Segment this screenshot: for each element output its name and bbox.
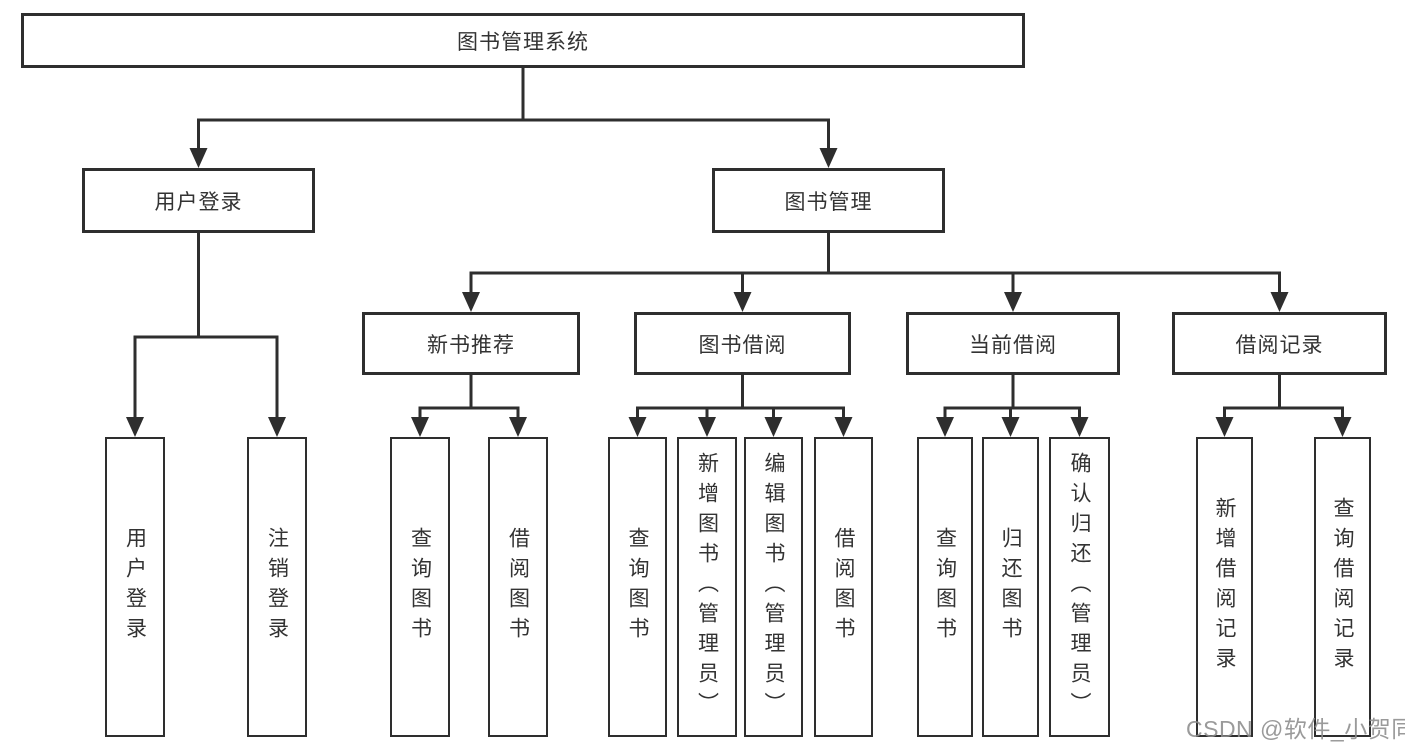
- node-borrowing-records: 借阅记录: [1172, 312, 1387, 375]
- leaf-query-books: 查询图书: [608, 437, 667, 737]
- node-current-borrowing: 当前借阅: [906, 312, 1120, 375]
- leaf-label: 归还图书: [999, 527, 1022, 647]
- node-label: 用户登录: [154, 190, 243, 214]
- node-book-management: 图书管理: [712, 168, 945, 233]
- leaf-query-borrow-record: 查询借阅记录: [1314, 437, 1371, 737]
- leaf-label: 查询借阅记录: [1331, 497, 1354, 677]
- leaf-label: 用户登录: [123, 527, 147, 647]
- leaf-logout: 注销登录: [247, 437, 307, 737]
- node-new-book-recommend: 新书推荐: [362, 312, 580, 375]
- node-label: 借阅记录: [1235, 333, 1324, 357]
- leaf-edit-books-admin: 编辑图书（管理员）: [744, 437, 803, 737]
- leaf-label: 确认归还（管理员）: [1068, 452, 1091, 722]
- leaf-user-login: 用户登录: [105, 437, 165, 737]
- csdn-watermark: CSDN @软件_小贺同学: [1186, 716, 1405, 742]
- leaf-label: 编辑图书（管理员）: [762, 452, 785, 722]
- node-label: 当前借阅: [969, 333, 1057, 357]
- leaf-query-books: 查询图书: [917, 437, 973, 737]
- node-label: 图书管理: [784, 190, 873, 214]
- leaf-return-books: 归还图书: [982, 437, 1039, 737]
- leaf-label: 新增图书（管理员）: [695, 452, 719, 722]
- tree-edges: [133, 66, 1344, 423]
- node-library-management-system: 图书管理系统: [21, 13, 1025, 68]
- leaf-borrow-books: 借阅图书: [814, 437, 873, 737]
- node-book-borrowing: 图书借阅: [634, 312, 851, 375]
- node-user-login: 用户登录: [82, 168, 315, 233]
- leaf-label: 查询图书: [933, 527, 957, 647]
- leaf-label: 借阅图书: [832, 527, 855, 647]
- arrowheads: [126, 148, 1352, 437]
- node-label: 图书管理系统: [457, 30, 589, 54]
- leaf-add-books-admin: 新增图书（管理员）: [677, 437, 737, 737]
- leaf-add-borrow-record: 新增借阅记录: [1196, 437, 1253, 737]
- leaf-label: 查询图书: [408, 527, 432, 647]
- leaf-label: 借阅图书: [506, 527, 530, 647]
- leaf-label: 查询图书: [626, 527, 649, 647]
- node-label: 图书借阅: [698, 333, 787, 357]
- leaf-label: 新增借阅记录: [1213, 497, 1236, 677]
- node-label: 新书推荐: [427, 333, 515, 357]
- leaf-confirm-return-admin: 确认归还（管理员）: [1049, 437, 1110, 737]
- leaf-borrow-books: 借阅图书: [488, 437, 548, 737]
- leaf-query-books: 查询图书: [390, 437, 450, 737]
- leaf-label: 注销登录: [265, 527, 289, 647]
